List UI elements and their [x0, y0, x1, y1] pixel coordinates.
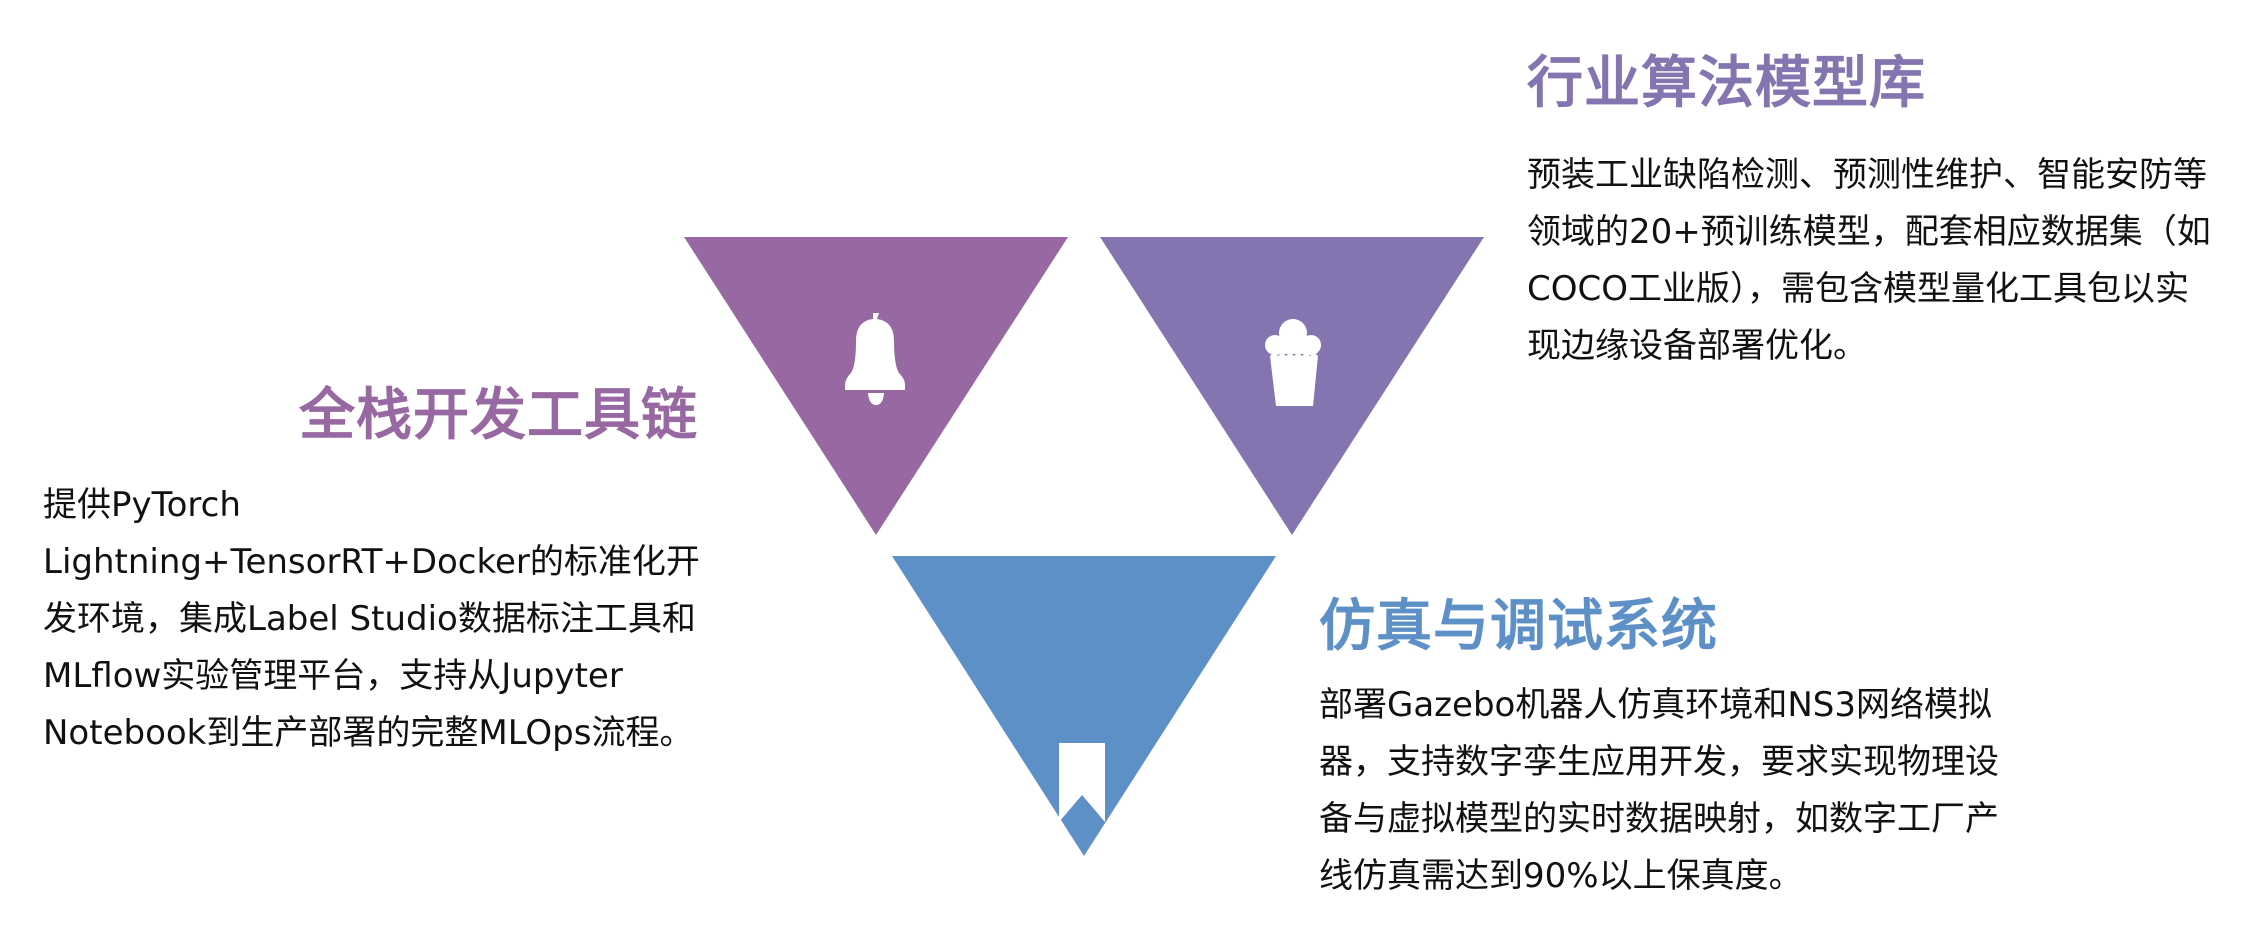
simulation-title: 仿真与调试系统 [1319, 594, 1718, 659]
models-title: 行业算法模型库 [1527, 51, 1926, 116]
toolchain-description: 提供PyTorch Lightning+TensorRT+Docker的标准化开… [43, 477, 700, 762]
bookmark-icon [1059, 743, 1105, 822]
triangle-simulation [892, 556, 1276, 856]
simulation-description: 部署Gazebo机器人仿真环境和NS3网络模拟 器，支持数字孪生应用开发，要求实… [1319, 677, 1999, 905]
text-line: 领域的20+预训练模型，配套相应数据集（如 [1527, 212, 2211, 252]
text-line: 器，支持数字孪生应用开发，要求实现物理设 [1319, 742, 1999, 782]
text-line: 预装工业缺陷检测、预测性维护、智能安防等 [1527, 155, 2207, 195]
text-line: 现边缘设备部署优化。 [1527, 326, 1867, 366]
text-line: 部署Gazebo机器人仿真环境和NS3网络模拟 [1319, 685, 1992, 725]
text-line: Lightning+TensorRT+Docker的标准化开 [43, 542, 700, 582]
cupcake-icon [1265, 319, 1321, 406]
text-line: MLflow实验管理平台，支持从Jupyter [43, 656, 623, 696]
text-line: 备与虚拟模型的实时数据映射，如数字工厂产 [1319, 799, 1999, 839]
text-line: COCO工业版），需包含模型量化工具包以实 [1527, 269, 2190, 309]
text-line: Notebook到生产部署的完整MLOps流程。 [43, 713, 694, 753]
toolchain-title: 全栈开发工具链 [299, 383, 698, 448]
text-line: 线仿真需达到90%以上保真度。 [1319, 856, 1803, 896]
text-line: 发环境，集成Label Studio数据标注工具和 [43, 599, 696, 639]
models-description: 预装工业缺陷检测、预测性维护、智能安防等 领域的20+预训练模型，配套相应数据集… [1527, 147, 2211, 375]
text-line: 提供PyTorch [43, 485, 241, 525]
bell-icon [845, 313, 905, 405]
